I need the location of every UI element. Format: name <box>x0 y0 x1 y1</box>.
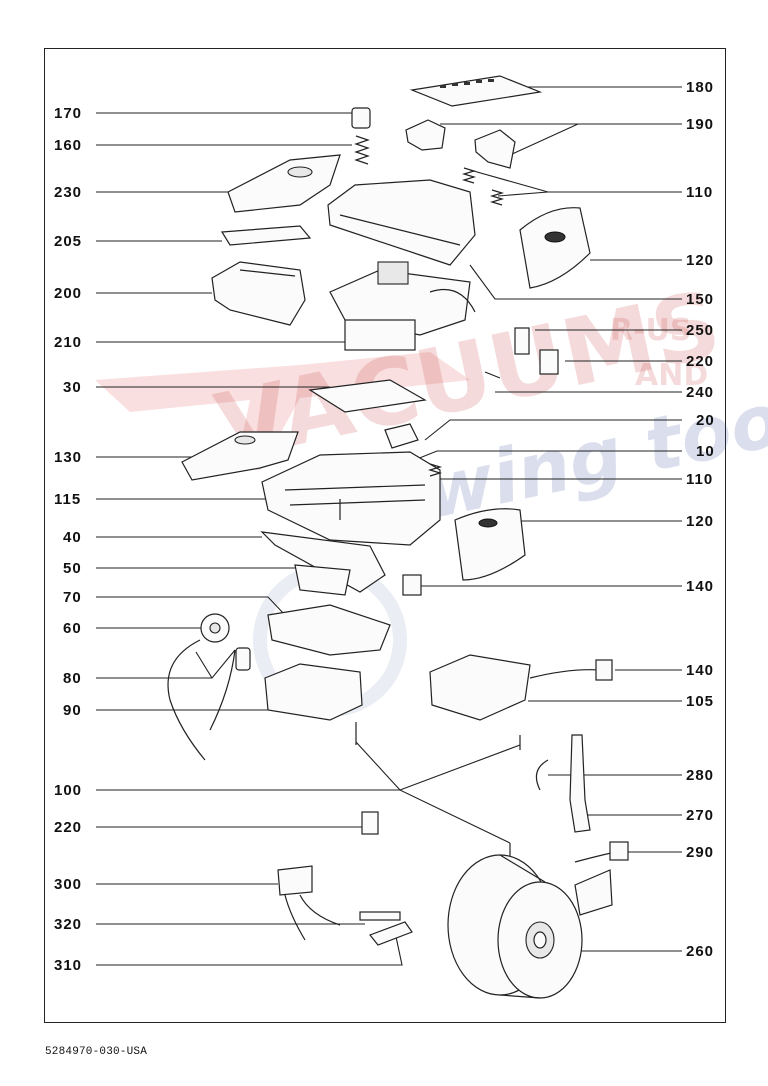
callout-115: 115 <box>54 491 81 508</box>
callout-60: 60 <box>63 620 82 637</box>
part-300-connector <box>277 865 313 896</box>
part-230-top-shell <box>227 154 341 213</box>
part-180-label <box>409 75 543 107</box>
part-140-lower <box>595 659 613 681</box>
callout-290: 290 <box>686 844 714 861</box>
callout-200: 200 <box>54 285 82 302</box>
callout-70: 70 <box>63 589 82 606</box>
part-205-strip <box>220 225 312 246</box>
part-280-spring <box>535 759 549 791</box>
diagram-border <box>44 48 726 1023</box>
parts <box>167 75 629 999</box>
callout-numbers-left: 170 160 230 205 200 210 30 130 115 40 50… <box>54 105 82 974</box>
callout-310: 310 <box>54 957 82 974</box>
part-110-spring-lower <box>427 463 443 477</box>
callout-80: 80 <box>63 670 82 687</box>
callout-150: 150 <box>686 291 714 308</box>
callout-300: 300 <box>54 876 82 893</box>
part-20-button <box>384 423 419 449</box>
part-50-switch-board <box>294 564 351 596</box>
callout-20: 20 <box>696 412 715 429</box>
callout-190: 190 <box>686 116 714 133</box>
callout-180: 180 <box>686 79 714 96</box>
callout-270: 270 <box>686 807 714 824</box>
part-220-microswitch-upper <box>539 349 559 375</box>
part-90-base <box>264 663 363 721</box>
part-110-spring-a <box>461 167 477 184</box>
part-80-wire <box>167 639 206 761</box>
part-240-pin <box>484 371 501 379</box>
part-160-spring <box>354 135 370 165</box>
callout-220-lower: 220 <box>54 819 82 836</box>
callout-110-lower: 110 <box>686 471 713 488</box>
part-105-board <box>429 654 531 721</box>
callout-110-upper: 110 <box>686 184 713 201</box>
callout-130: 130 <box>54 449 82 466</box>
exploded-parts-diagram: VACUUMS R-US AND Sewing too <box>54 75 768 999</box>
callout-160: 160 <box>54 137 82 154</box>
callout-205: 205 <box>54 233 82 250</box>
callout-320: 320 <box>54 916 82 933</box>
callout-250: 250 <box>686 322 714 339</box>
part-250-switch <box>514 327 530 355</box>
callout-260: 260 <box>686 943 714 960</box>
callout-numbers-right: 180 190 110 120 150 250 220 240 20 10 11… <box>686 79 715 960</box>
callout-230: 230 <box>54 184 82 201</box>
callout-280: 280 <box>686 767 714 784</box>
callout-100: 100 <box>54 782 82 799</box>
callout-30: 30 <box>63 379 82 396</box>
part-260-cord-reel <box>447 854 613 999</box>
callout-170: 170 <box>54 105 82 122</box>
watermark-line3: AND <box>635 358 708 393</box>
part-270-lever <box>569 734 591 833</box>
part-190-cover-a <box>405 119 446 151</box>
callout-140-upper: 140 <box>686 578 714 595</box>
part-190-cover-b <box>474 129 516 169</box>
part-220-microswitch-lower <box>361 811 379 835</box>
callout-140-lower: 140 <box>686 662 714 679</box>
callout-210: 210 <box>54 334 82 351</box>
part-170-cap <box>351 107 371 129</box>
callout-240: 240 <box>686 384 714 401</box>
part-10-body <box>261 451 441 546</box>
part-210-transformer <box>377 261 409 285</box>
part-80-capacitor <box>235 647 251 671</box>
part-200-bracket <box>211 261 306 326</box>
part-30-label <box>308 379 427 413</box>
callout-50: 50 <box>63 560 82 577</box>
callout-120-upper: 120 <box>686 252 714 269</box>
part-210-base <box>344 319 416 351</box>
part-120-cover-lower <box>454 508 526 581</box>
part-320-fuse <box>359 911 401 921</box>
part-120-cover-upper <box>519 207 591 289</box>
part-290-plug <box>609 841 629 861</box>
callout-10: 10 <box>696 443 715 460</box>
part-310-bracket <box>369 921 413 946</box>
callout-105: 105 <box>686 693 714 710</box>
document-code: 5284970-030-USA <box>45 1046 148 1058</box>
callout-220-upper: 220 <box>686 353 714 370</box>
part-main-upper-housing <box>327 179 476 266</box>
part-130-shell <box>181 431 299 481</box>
part-40-strip <box>260 531 386 593</box>
callout-120-lower: 120 <box>686 513 714 530</box>
part-110-spring-b <box>489 189 505 206</box>
callout-40: 40 <box>63 529 82 546</box>
part-140-upper <box>402 574 422 596</box>
callout-90: 90 <box>63 702 82 719</box>
part-70-panel <box>267 604 391 656</box>
